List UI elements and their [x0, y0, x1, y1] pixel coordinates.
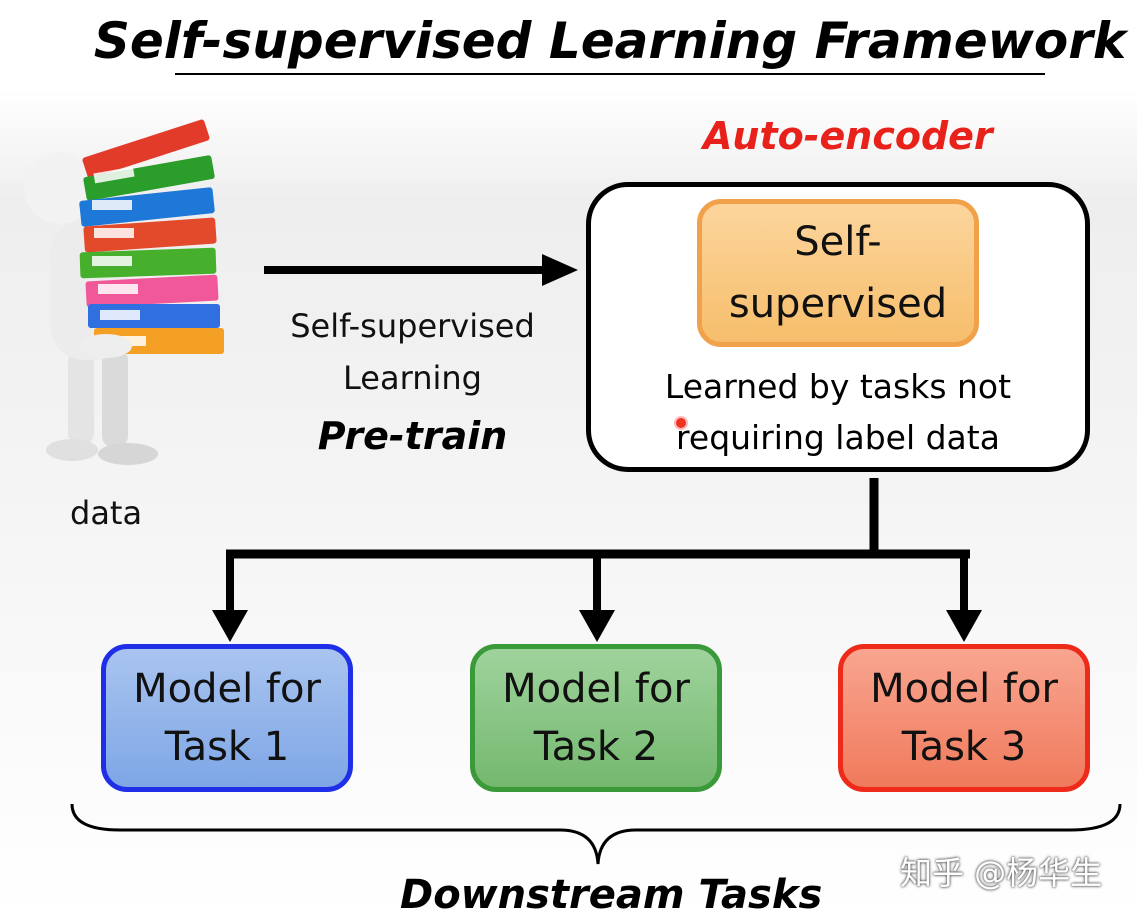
arrow-to-task-3	[946, 610, 982, 642]
pretrain-label: Pre-train	[317, 414, 508, 458]
binder-stack	[79, 119, 224, 354]
self-supervised-box: Self- supervised	[697, 199, 979, 347]
branch-connectors	[212, 478, 982, 642]
autoencoder-label: Auto-encoder	[703, 114, 993, 158]
autoencoder-description: Learned by tasks not requiring label dat…	[664, 367, 1012, 457]
self-supervised-learning-caption: Self-supervised Learning	[290, 307, 535, 397]
task-3-model-box: Model for Task 3	[838, 644, 1090, 792]
data-label: data	[70, 494, 143, 532]
downstream-tasks-label: Downstream Tasks	[400, 872, 823, 918]
title-underline	[175, 73, 1045, 75]
person-carrying-binders-illustration	[24, 119, 224, 465]
cursor-dot	[674, 416, 688, 430]
arrow-to-task-2	[579, 610, 615, 642]
pretrain-arrow	[264, 254, 578, 286]
page-title: Self-supervised Learning Framework	[93, 12, 1127, 70]
arrow-to-task-1	[212, 610, 248, 642]
watermark: 知乎 @杨华生	[900, 854, 1103, 892]
downstream-brace	[70, 803, 1122, 865]
task-2-model-box: Model for Task 2	[470, 644, 722, 792]
task-1-model-box: Model for Task 1	[101, 644, 353, 792]
